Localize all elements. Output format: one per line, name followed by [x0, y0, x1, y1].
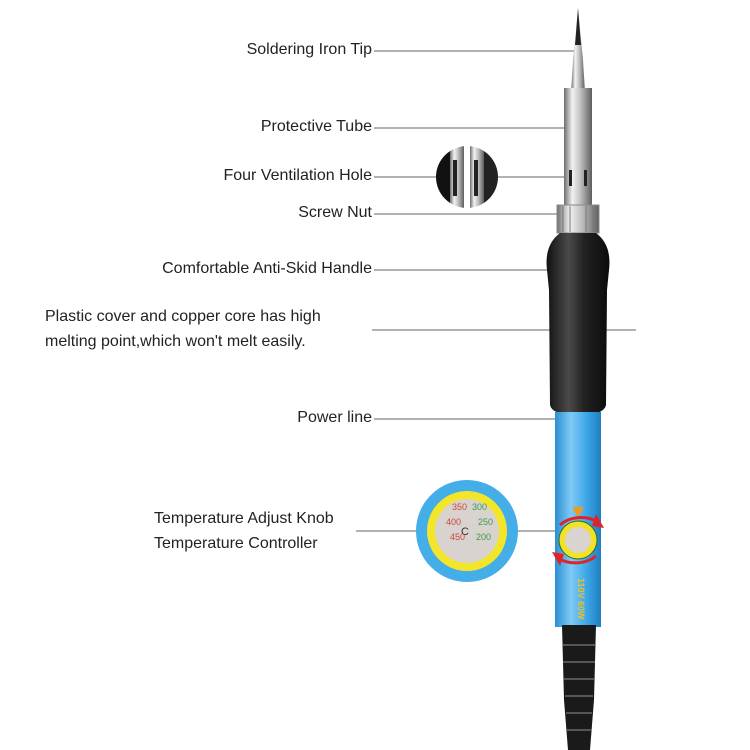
knob-line-1: Temperature Adjust Knob [154, 510, 334, 527]
dial-mark: 450 [450, 532, 466, 542]
cover-line-1: Plastic cover and copper core has high [45, 308, 321, 325]
cover-line-2: melting point,which won't melt easily. [45, 333, 306, 350]
dial-mark: 400 [446, 517, 462, 527]
svg-text:C: C [461, 526, 469, 538]
anti-skid-handle [546, 233, 610, 416]
rating-text: 110V 60W [576, 578, 586, 620]
label-handle: Comfortable Anti-Skid Handle [162, 260, 372, 277]
dial-green-marks: 300 250 200 [472, 500, 493, 545]
dial-mark: 300 [472, 502, 488, 512]
dial-mark: 350 [452, 502, 468, 512]
iron-tip [571, 8, 585, 92]
label-temperature-knob: Temperature Adjust Knob Temperature Cont… [154, 506, 334, 556]
temperature-knob-inset: C [416, 480, 518, 582]
label-screw-nut: Screw Nut [298, 204, 372, 221]
ventilation-hole-inset [436, 146, 498, 208]
dial-mark: 200 [476, 532, 492, 542]
knob-line-2: Temperature Controller [154, 535, 318, 552]
screw-nut [556, 204, 600, 234]
dial-red-marks: 350 400 450 [446, 500, 467, 545]
label-ventilation-hole: Four Ventilation Hole [223, 167, 372, 184]
dial-mark: 250 [478, 517, 494, 527]
label-power-line: Power line [297, 409, 372, 426]
strain-relief [562, 625, 596, 750]
protective-tube [564, 88, 592, 206]
label-protective-tube: Protective Tube [260, 118, 372, 135]
label-soldering-iron-tip: Soldering Iron Tip [246, 41, 372, 58]
label-cover-note: Plastic cover and copper core has high m… [45, 304, 321, 354]
